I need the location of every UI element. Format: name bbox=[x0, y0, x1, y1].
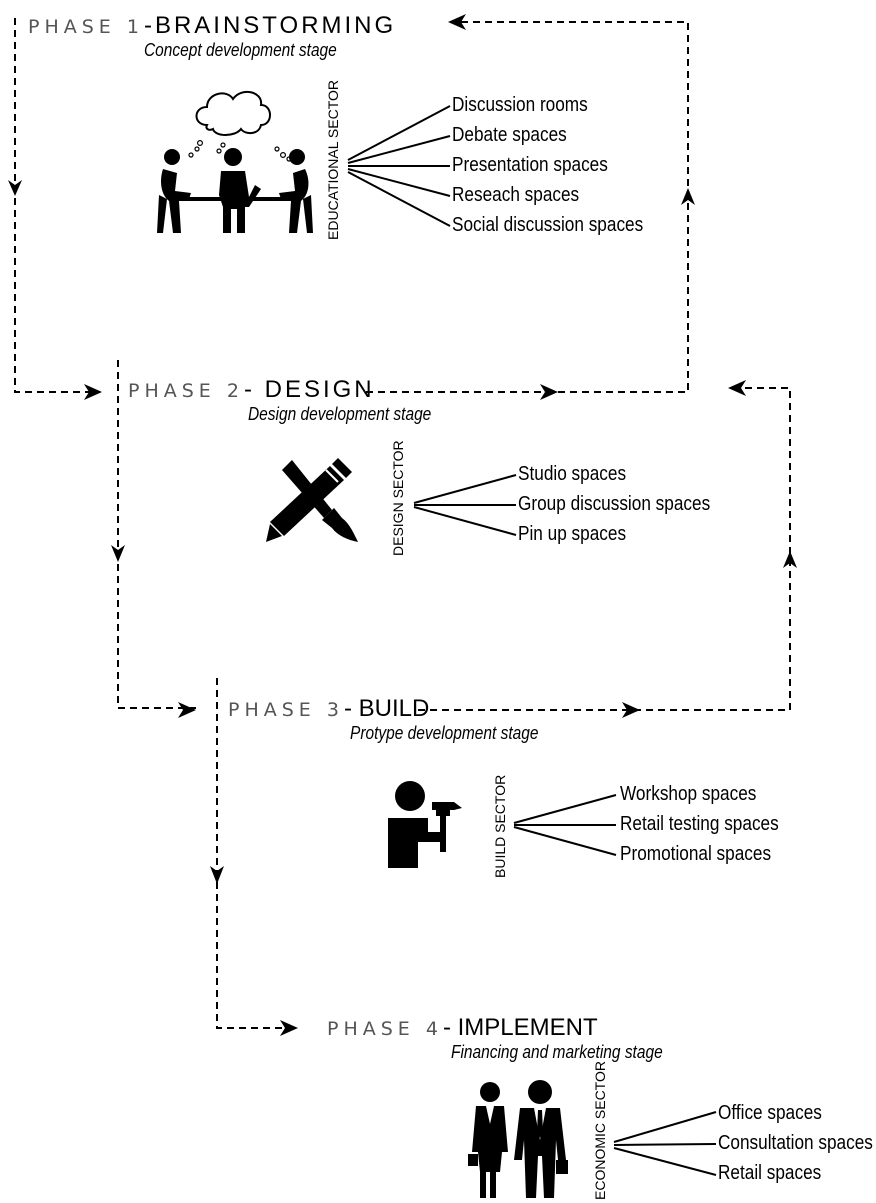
phase-3-heading: PHASE 3- BUILD bbox=[228, 697, 429, 721]
feedback-design-to-brainstorm bbox=[366, 21, 689, 393]
phase-3-name: BUILD bbox=[358, 695, 430, 722]
business-people-icon bbox=[468, 1080, 568, 1198]
phase-4-space-1: Office spaces bbox=[718, 1102, 822, 1124]
phase-2-sector: DESIGN SECTOR bbox=[390, 440, 406, 556]
phase-3-subtitle: Protype development stage bbox=[350, 723, 539, 743]
phase-3-number: PHASE 3 bbox=[228, 699, 344, 721]
arrow-left-phase2 bbox=[728, 380, 746, 396]
arrow-up-build-branch bbox=[783, 551, 797, 568]
phase-4-number: PHASE 4 bbox=[327, 1018, 443, 1040]
phase-1-subtitle: Concept development stage bbox=[144, 40, 337, 60]
phase-3-space-1: Workshop spaces bbox=[620, 783, 757, 805]
feedback-build-to-design bbox=[418, 387, 791, 711]
phase-1-space-5: Social discussion spaces bbox=[452, 214, 644, 236]
phase-2-number: PHASE 2 bbox=[128, 380, 244, 402]
phase-2-space-3: Pin up spaces bbox=[518, 523, 627, 545]
phase-4-heading: PHASE 4- IMPLEMENT bbox=[327, 1016, 598, 1040]
arrow-right-phase4 bbox=[280, 1020, 298, 1036]
phase-3-sector: BUILD SECTOR bbox=[492, 774, 508, 878]
arrow-down-phase3 bbox=[210, 866, 224, 884]
arrow-right-phase3 bbox=[178, 702, 196, 718]
phase-4-sector: ECONOMIC SECTOR bbox=[592, 1061, 608, 1200]
phase-4-space-2: Consultation spaces bbox=[718, 1132, 873, 1154]
phase-2-space-2: Group discussion spaces bbox=[518, 493, 711, 515]
arrow-up-right-branch bbox=[681, 188, 695, 205]
phase-3-space-3: Promotional spaces bbox=[620, 843, 772, 865]
phase-2-subtitle: Design development stage bbox=[248, 404, 432, 424]
phase-1-name-prefix: - bbox=[143, 12, 155, 39]
phase-1-heading: PHASE 1-BRAINSTORMING bbox=[28, 14, 396, 38]
connector-phase1-to-phase2 bbox=[14, 18, 100, 393]
divider-phase2 bbox=[117, 360, 196, 709]
phase-3-space-2: Retail testing spaces bbox=[620, 813, 779, 835]
phase-2-space-1: Studio spaces bbox=[518, 463, 627, 485]
people-meeting-icon bbox=[157, 90, 313, 233]
phase-2-heading: PHASE 2- DESIGN bbox=[128, 378, 375, 402]
phase-1-space-4: Reseach spaces bbox=[452, 184, 580, 206]
phase-1-number: PHASE 1 bbox=[28, 16, 144, 38]
arrow-down-phase2 bbox=[111, 545, 125, 562]
fan-lines-phase4 bbox=[613, 1111, 717, 1176]
phase-1-space-1: Discussion rooms bbox=[452, 94, 588, 116]
phase-2-name-prefix: - bbox=[243, 376, 265, 403]
fan-lines-phase2 bbox=[413, 474, 517, 536]
phase-1-space-3: Presentation spaces bbox=[452, 154, 608, 176]
fan-lines-phase1 bbox=[347, 105, 451, 227]
arrow-right-build-line bbox=[622, 702, 640, 718]
arrow-down-phase1 bbox=[8, 180, 22, 196]
phase-4-name-prefix: - bbox=[442, 1014, 458, 1041]
fan-lines-phase3 bbox=[513, 794, 617, 856]
phase-3-name-prefix: - bbox=[343, 695, 359, 722]
divider-phase3 bbox=[216, 678, 296, 1029]
phase-1-sector: EDUCATIONAL SECTOR bbox=[325, 80, 341, 240]
phase-2-name: DESIGN bbox=[264, 376, 375, 403]
pencil-brush-icon bbox=[266, 458, 358, 542]
arrow-right-design-line bbox=[540, 384, 558, 400]
phase-4-name: IMPLEMENT bbox=[457, 1014, 598, 1041]
person-hammer-icon bbox=[388, 781, 462, 868]
arrow-right-phase2 bbox=[84, 384, 102, 400]
phase-1-name: BRAINSTORMING bbox=[154, 12, 397, 39]
phase-4-subtitle: Financing and marketing stage bbox=[451, 1042, 663, 1062]
phase-1-space-2: Debate spaces bbox=[452, 124, 567, 146]
phase-4-space-3: Retail spaces bbox=[718, 1162, 822, 1184]
arrow-left-phase1 bbox=[448, 14, 466, 30]
